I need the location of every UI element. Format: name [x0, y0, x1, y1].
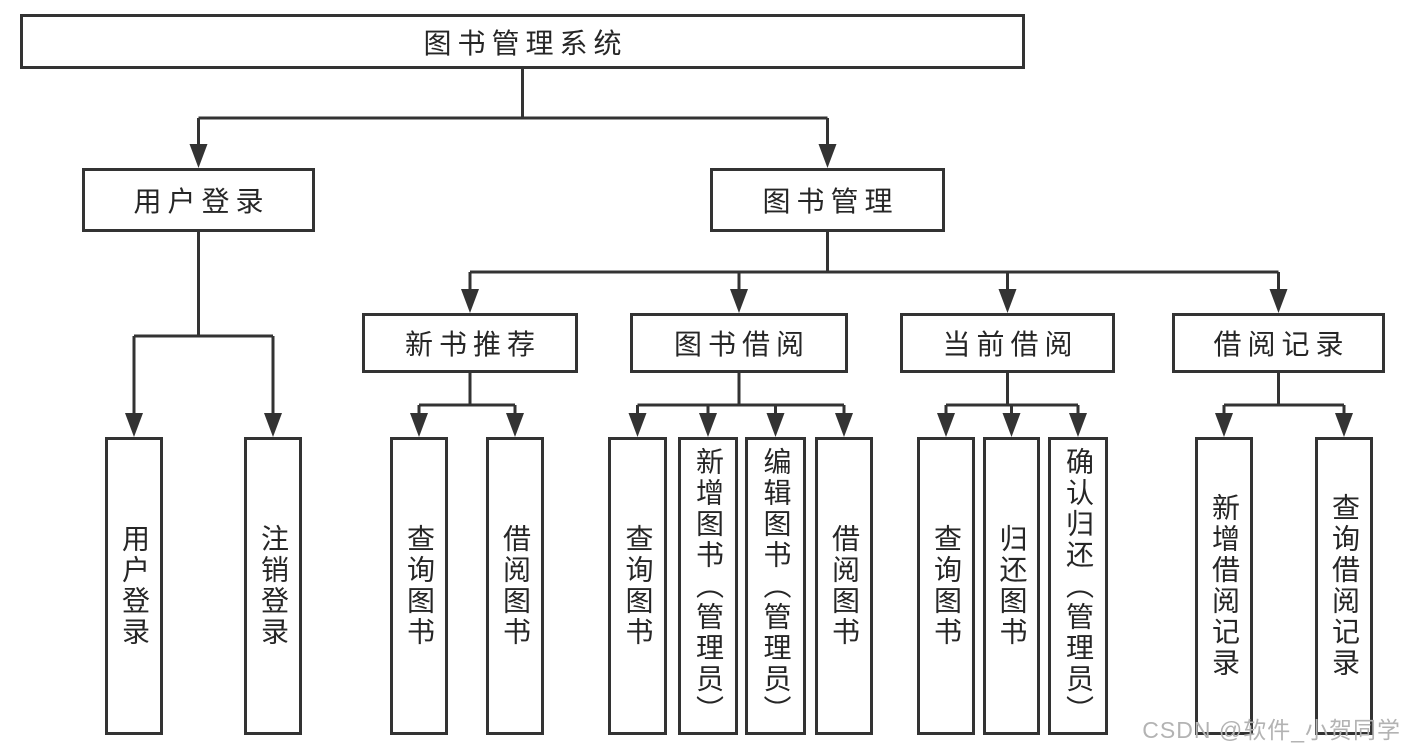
- node-root-label: 图书管理系统: [423, 27, 628, 59]
- node-new-book-recommend-label: 新书推荐: [404, 329, 541, 360]
- node-current-borrowing-label: 当前借阅: [942, 329, 1079, 360]
- node-user-login-label: 用户登录: [133, 186, 270, 217]
- node-book-borrowing-label: 图书借阅: [673, 329, 810, 360]
- leaf-nb-query-book: 查询图书: [390, 437, 448, 735]
- node-book-management: 图书管理: [710, 168, 945, 232]
- node-current-borrowing: 当前借阅: [900, 313, 1115, 373]
- leaf-bb-query-book: 查询图书: [608, 437, 667, 735]
- leaf-br-add-record-label: 新增借阅记录: [1209, 493, 1240, 679]
- leaf-bb-edit-book: 编辑图书（管理员）: [745, 437, 806, 735]
- node-user-login: 用户登录: [82, 168, 315, 232]
- leaf-cb-query-book: 查询图书: [917, 437, 975, 735]
- leaf-bb-borrow-book-label: 借阅图书: [829, 524, 860, 648]
- node-borrowing-records: 借阅记录: [1172, 313, 1385, 373]
- node-book-borrowing: 图书借阅: [630, 313, 848, 373]
- leaf-user-login: 用户登录: [105, 437, 163, 735]
- watermark-text: CSDN @软件_小贺同学: [1142, 717, 1401, 743]
- leaf-br-query-record-label: 查询借阅记录: [1329, 493, 1360, 679]
- leaf-bb-query-book-label: 查询图书: [622, 524, 654, 648]
- arrowheads: [125, 144, 1353, 437]
- leaf-cb-query-book-label: 查询图书: [931, 524, 962, 648]
- leaf-cb-return-book: 归还图书: [983, 437, 1040, 735]
- leaf-user-login-label: 用户登录: [119, 524, 150, 648]
- node-new-book-recommend: 新书推荐: [362, 313, 578, 373]
- leaf-cb-return-book-label: 归还图书: [996, 524, 1028, 648]
- leaf-bb-edit-book-label: 编辑图书（管理员）: [760, 446, 792, 726]
- leaf-cb-confirm-return-label: 确认归还（管理员）: [1063, 446, 1094, 726]
- leaf-logout-label: 注销登录: [258, 524, 289, 648]
- leaf-br-add-record: 新增借阅记录: [1195, 437, 1253, 735]
- node-root: 图书管理系统: [20, 14, 1025, 69]
- leaf-nb-query-book-label: 查询图书: [404, 524, 435, 648]
- leaf-bb-add-book-label: 新增图书（管理员）: [693, 446, 724, 726]
- leaf-br-query-record: 查询借阅记录: [1315, 437, 1373, 735]
- leaf-logout: 注销登录: [244, 437, 302, 735]
- leaf-bb-borrow-book: 借阅图书: [815, 437, 873, 735]
- leaf-nb-borrow-book: 借阅图书: [486, 437, 544, 735]
- node-book-management-label: 图书管理: [762, 186, 899, 217]
- leaf-bb-add-book: 新增图书（管理员）: [678, 437, 738, 735]
- leaf-cb-confirm-return: 确认归还（管理员）: [1048, 437, 1108, 735]
- leaf-nb-borrow-book-label: 借阅图书: [500, 524, 531, 648]
- node-borrowing-records-label: 借阅记录: [1213, 329, 1350, 360]
